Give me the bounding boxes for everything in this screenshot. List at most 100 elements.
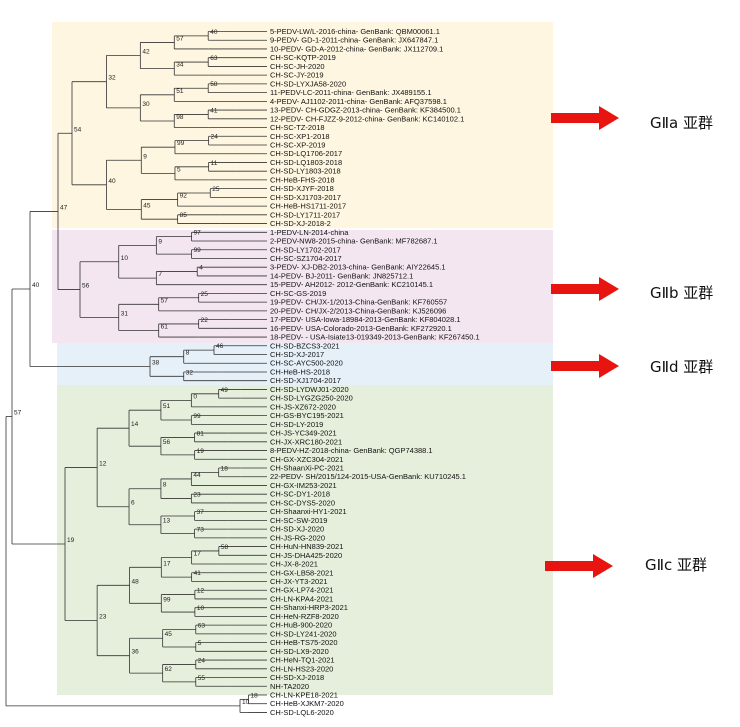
bootstrap-value: 40 <box>210 29 218 36</box>
bootstrap-value: 40 <box>32 282 40 289</box>
bootstrap-value: 11 <box>211 160 218 167</box>
bootstrap-value: 62 <box>165 666 173 673</box>
leaf-label: 4-PEDV- AJ1102-2011-china- GenBank: AFQ3… <box>270 97 447 106</box>
leaf-label: CH-SD-BZCS3-2021 <box>270 341 340 350</box>
right-arrow-icon <box>551 106 619 130</box>
bootstrap-value: 98 <box>176 114 184 121</box>
bootstrap-value: 5 <box>177 166 181 173</box>
bootstrap-value: 47 <box>60 204 68 211</box>
leaf-label: 20-PEDV- CH/JX-2/2013-China-GenBank: KJ5… <box>270 306 446 315</box>
leaf-label: CH-HeB-FHS-2018 <box>270 175 335 184</box>
bootstrap-value: 4 <box>199 265 203 272</box>
bootstrap-value: 44 <box>193 472 201 479</box>
leaf-label: CH-JX-XRC180-2021 <box>270 437 342 446</box>
leaf-label: CH-HeB-TS75-2020 <box>270 638 338 647</box>
bootstrap-value: 45 <box>165 631 173 638</box>
tree-branches <box>5 31 267 713</box>
leaf-label: CH-GS-BYC195-2021 <box>270 411 344 420</box>
subgroup-band-b <box>52 230 553 343</box>
leaf-label: CH-SC-XP-2019 <box>270 140 325 149</box>
leaf-label: CH-SC-JY-2019 <box>270 71 324 80</box>
bootstrap-value: 56 <box>82 283 90 290</box>
right-arrow-icon <box>545 554 613 578</box>
bootstrap-value: 10 <box>121 255 129 262</box>
subgroup-label-c: GⅡc 亚群 <box>645 556 708 574</box>
bootstrap-value: 32 <box>186 369 194 376</box>
leaf-label: CH-JX-8-2021 <box>270 560 318 569</box>
leaf-label: CH-SC-DYS5-2020 <box>270 498 335 507</box>
leaf-label: CH-SD-XJ-2020 <box>270 525 324 534</box>
leaf-label: CH-HeN-RZF8-2020 <box>270 612 339 621</box>
leaf-label: 16-PEDV- USA-Colorado-2013-GenBank: KF27… <box>270 324 452 333</box>
bootstrap-value: 81 <box>197 430 205 437</box>
subgroup-label-a: GⅡa 亚群 <box>650 114 713 132</box>
leaf-label: CH-GX-LP74-2021 <box>270 586 333 595</box>
leaf-label: CH-JS-RG-2020 <box>270 533 325 542</box>
bootstrap-value: 99 <box>177 140 185 147</box>
subgroup-band-d <box>57 343 553 385</box>
bootstrap-value: 14 <box>131 421 139 428</box>
leaf-label: CH-SD-XJ-2018 <box>270 673 324 682</box>
bootstrap-value: 23 <box>193 492 201 499</box>
leaf-label: 2-PEDV-NW8-2015-china- GenBank: MF782687… <box>270 237 438 246</box>
leaf-label: 10-PEDV- GD-A-2012-china- GenBank: JX112… <box>270 44 443 53</box>
bootstrap-value: 9 <box>158 238 162 245</box>
leaf-label: CH-HeB-HS1711-2017 <box>270 202 346 211</box>
bootstrap-value: 48 <box>132 578 140 585</box>
bootstrap-value: 51 <box>163 403 171 410</box>
bootstrap-value: 36 <box>132 649 140 656</box>
bootstrap-value: 10 <box>242 699 250 706</box>
leaf-label: NH-TA2020 <box>270 682 309 691</box>
bootstrap-value: 34 <box>176 62 184 69</box>
bootstrap-value: 46 <box>216 343 224 350</box>
bootstrap-value: 24 <box>211 134 219 141</box>
bootstrap-value: 19 <box>197 448 205 455</box>
leaf-label: 8-PEDV-HZ-2018-china- GenBank: QGP74388.… <box>270 446 433 455</box>
bootstrap-value: 5 <box>198 640 202 647</box>
leaf-label: CH-SD-XJ-2018-2 <box>270 219 331 228</box>
bootstrap-value: 25 <box>212 186 220 193</box>
bootstrap-value: 55 <box>198 675 206 682</box>
bootstrap-values: 4057633442585141983032249911592592854540… <box>14 29 258 706</box>
bootstrap-value: 57 <box>176 35 184 42</box>
leaf-label: 13-PEDV- CH-GDGZ-2013-china- GenBank: KF… <box>270 106 461 115</box>
bootstrap-value: 99 <box>193 413 201 420</box>
bootstrap-value: 41 <box>210 107 218 114</box>
leaf-label: CH-SC-SZ1704-2017 <box>270 254 342 263</box>
subgroup-label-b: GⅡb 亚群 <box>650 284 714 302</box>
bootstrap-value: 54 <box>74 126 82 133</box>
leaf-label: CH-SC-AYC500-2020 <box>270 359 343 368</box>
bootstrap-value: 23 <box>99 614 107 621</box>
leaf-label: CH-SC-SW-2019 <box>270 516 327 525</box>
bootstrap-value: 63 <box>210 55 218 62</box>
bootstrap-value: 12 <box>99 460 107 467</box>
leaf-label: 11-PEDV-LC-2011-china- GenBank: JX489155… <box>270 88 431 97</box>
leaf-label: 9-PEDV- GD-1-2011-china- GenBank: JX6478… <box>270 36 438 45</box>
leaf-label: CH-SD-LY1702-2017 <box>270 245 341 254</box>
bootstrap-value: 42 <box>142 49 150 56</box>
leaf-label: CH-Shanxi-HRP3-2021 <box>270 603 348 612</box>
leaf-label: CH-SD-LYDWJ01-2020 <box>270 385 349 394</box>
bootstrap-value: 8 <box>186 350 190 357</box>
leaf-label: 3-PEDV- XJ-DB2-2013-china- GenBank: AIY2… <box>270 263 446 272</box>
leaf-label: CH-SD-XJYF-2018 <box>270 184 334 193</box>
leaf-label: CH-SD-LX9-2020 <box>270 647 329 656</box>
leaf-label: CH-LN-HS23-2020 <box>270 664 333 673</box>
bootstrap-value: 56 <box>163 439 171 446</box>
right-arrow-icon <box>551 354 619 378</box>
bootstrap-value: 22 <box>201 317 209 324</box>
subgroup-arrows <box>545 106 619 578</box>
leaf-label: CH-SD-LY241-2020 <box>270 629 337 638</box>
bootstrap-value: 41 <box>194 570 202 577</box>
bootstrap-value: 18 <box>221 465 229 472</box>
leaf-label: CH-SD-XJ-2017 <box>270 350 324 359</box>
bootstrap-value: 85 <box>180 212 188 219</box>
leaf-label: 18-PEDV- - USA-Isiate13-019349-2013-GenB… <box>270 333 480 342</box>
bootstrap-value: 19 <box>67 537 75 544</box>
bootstrap-value: 99 <box>163 596 171 603</box>
bootstrap-value: 6 <box>131 500 135 507</box>
leaf-label: CH-GX-LB58-2021 <box>270 568 333 577</box>
bootstrap-value: 57 <box>14 409 22 416</box>
leaf-label: CH-LN-KPE18-2021 <box>270 690 338 699</box>
leaf-label: CH-LN-KPA4-2021 <box>270 594 333 603</box>
